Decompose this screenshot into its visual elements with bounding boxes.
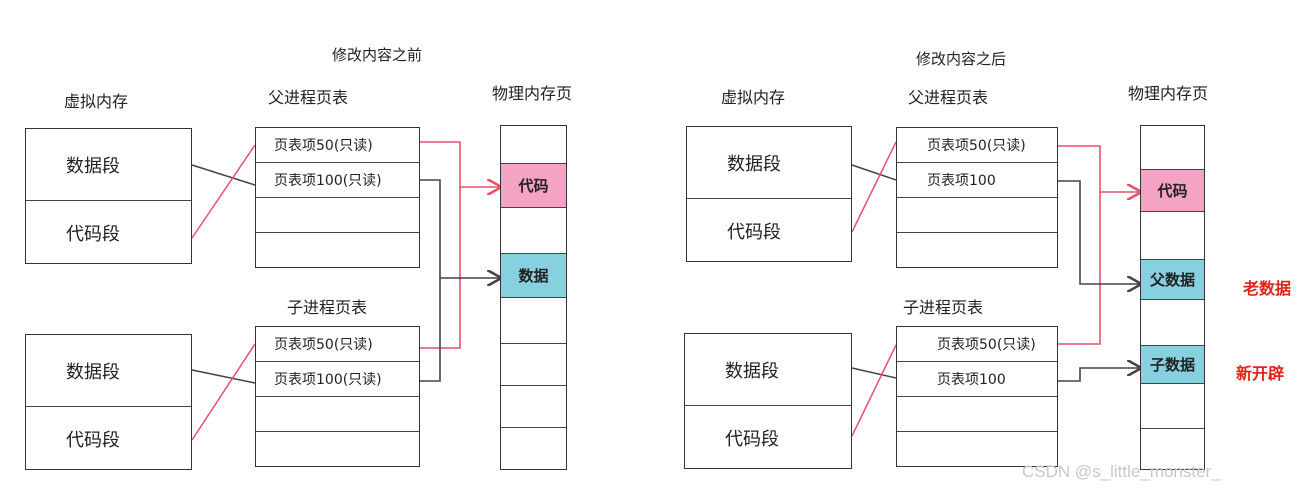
data-segment: 数据段	[26, 335, 191, 407]
physical-memory-label: 物理内存页	[1128, 84, 1209, 103]
page-table-entry	[256, 233, 419, 267]
virtual-memory-label: 虚拟内存	[721, 88, 786, 107]
parent-page-table-label: 父进程页表	[908, 88, 989, 107]
physical-page-code: 代码	[501, 164, 566, 208]
child-page-table-label: 子进程页表	[903, 298, 984, 317]
page-table-entry: 页表项100	[897, 163, 1057, 198]
physical-page	[501, 298, 566, 344]
code-segment: 代码段	[725, 429, 779, 450]
page-table-entry: 页表项50(只读)	[897, 327, 1057, 362]
physical-memory-pages: 代码 父数据 子数据	[1140, 125, 1205, 470]
physical-page	[1141, 300, 1204, 346]
page-table-entry	[256, 198, 419, 233]
physical-page-data: 数据	[501, 254, 566, 298]
data-segment: 数据段	[687, 127, 851, 199]
panel-title-before: 修改内容之前	[332, 46, 423, 64]
physical-page	[501, 344, 566, 386]
physical-page	[501, 126, 566, 164]
physical-page	[1141, 384, 1204, 429]
physical-page-code: 代码	[1141, 170, 1204, 212]
parent-virtual-memory: 数据段 代码段	[25, 128, 192, 264]
child-page-table: 页表项50(只读) 页表项100(只读)	[255, 326, 420, 467]
physical-page-child-data: 子数据	[1141, 346, 1204, 384]
child-virtual-memory: 数据段 代码段	[25, 334, 192, 470]
parent-virtual-memory: 数据段 代码段	[686, 126, 852, 262]
panel-title-after: 修改内容之后	[916, 50, 1007, 68]
page-table-entry: 页表项100(只读)	[256, 163, 419, 198]
child-virtual-memory: 数据段 代码段	[684, 333, 852, 469]
code-segment: 代码段	[66, 430, 120, 451]
physical-page	[501, 386, 566, 428]
code-segment: 代码段	[727, 222, 781, 243]
code-segment: 代码段	[66, 224, 120, 245]
page-table-entry	[897, 198, 1057, 233]
page-table-entry: 页表项100	[897, 362, 1057, 397]
physical-page	[1141, 212, 1204, 260]
parent-page-table: 页表项50(只读) 页表项100(只读)	[255, 127, 420, 268]
old-data-annotation: 老数据	[1243, 279, 1292, 298]
page-table-entry: 页表项50(只读)	[256, 327, 419, 362]
page-table-entry	[897, 397, 1057, 432]
physical-page	[501, 428, 566, 468]
child-page-table: 页表项50(只读) 页表项100	[896, 326, 1058, 467]
physical-page	[1141, 126, 1204, 170]
page-table-entry	[897, 233, 1057, 267]
physical-memory-label: 物理内存页	[492, 84, 573, 103]
physical-memory-pages: 代码 数据	[500, 125, 567, 470]
data-segment: 数据段	[26, 129, 191, 201]
page-table-entry	[897, 432, 1057, 466]
child-page-table-label: 子进程页表	[287, 298, 368, 317]
page-table-entry	[256, 432, 419, 466]
parent-page-table-label: 父进程页表	[268, 88, 349, 107]
data-segment: 数据段	[685, 334, 851, 406]
physical-page-parent-data: 父数据	[1141, 260, 1204, 300]
page-table-entry: 页表项50(只读)	[897, 128, 1057, 163]
parent-page-table: 页表项50(只读) 页表项100	[896, 127, 1058, 268]
virtual-memory-label: 虚拟内存	[64, 92, 129, 111]
new-allocation-annotation: 新开辟	[1236, 364, 1285, 383]
physical-page	[501, 208, 566, 254]
watermark: CSDN @s_little_monster_	[1022, 462, 1221, 481]
page-table-entry	[256, 397, 419, 432]
page-table-entry: 页表项50(只读)	[256, 128, 419, 163]
page-table-entry: 页表项100(只读)	[256, 362, 419, 397]
